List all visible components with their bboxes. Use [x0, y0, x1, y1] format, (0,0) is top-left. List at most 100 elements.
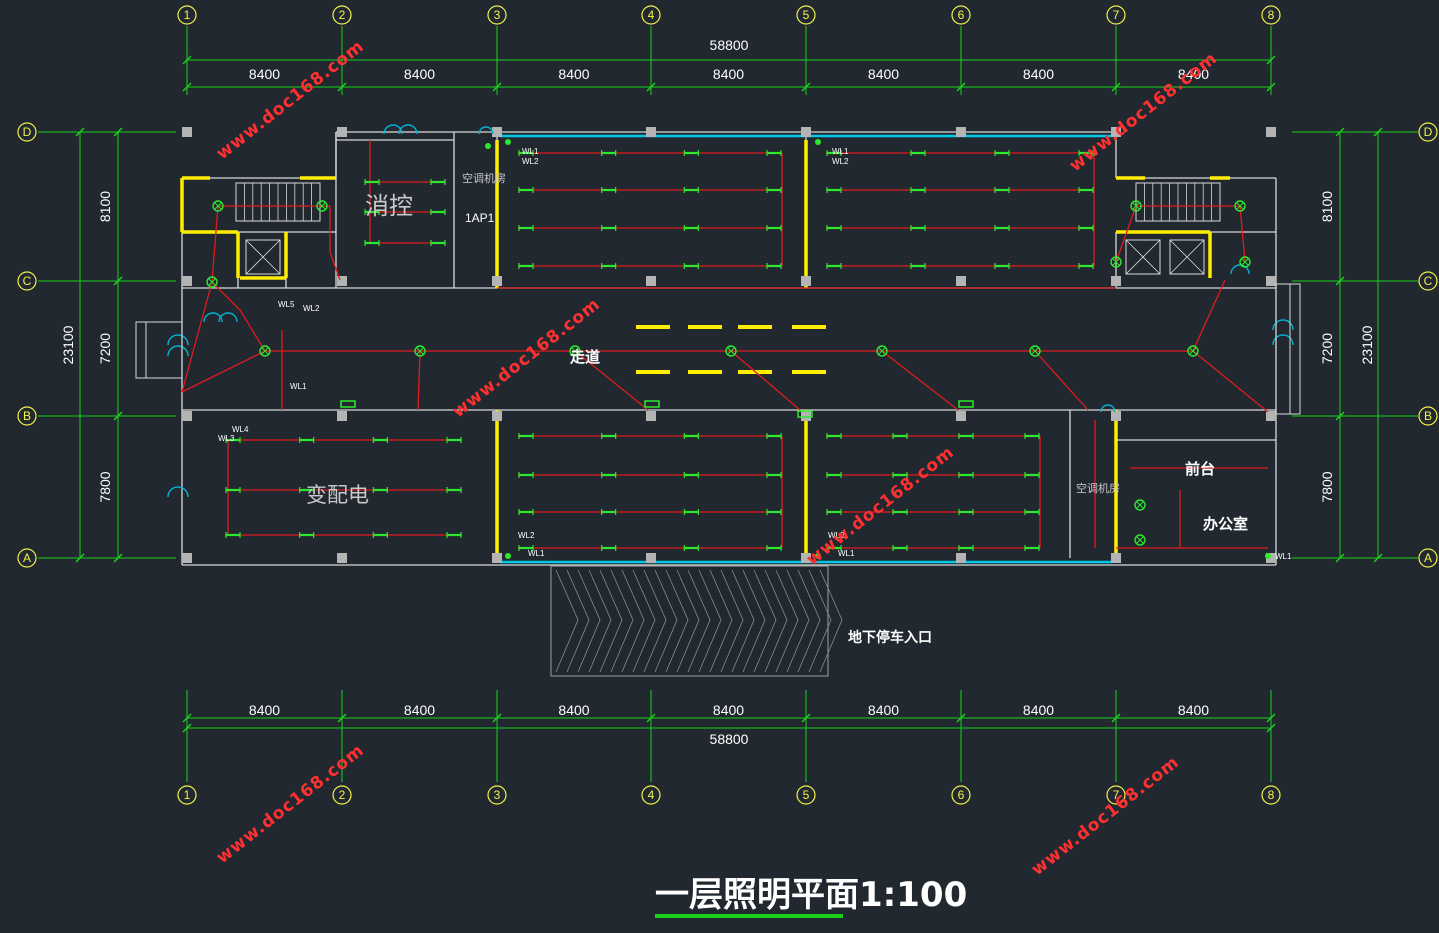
- circuit-tag: WL1: [1275, 552, 1292, 561]
- fluorescent-fixture: [826, 509, 842, 515]
- fluorescent-fixture: [225, 532, 241, 538]
- ceiling-light-ring: [1187, 345, 1199, 357]
- ramp-chevron: [588, 569, 612, 673]
- door-swing: [167, 334, 189, 346]
- column: [956, 127, 966, 137]
- room-labels: 消控 变配电 走道 前台 办公室 空调机房 空调机房 1AP1 地下停车入口: [306, 171, 1248, 645]
- garage-ramp-outline: [550, 565, 829, 677]
- fluorescent-fixture: [372, 532, 388, 538]
- circuit-tag: WL3: [218, 434, 235, 443]
- dim-bay-right: 7200: [1319, 333, 1335, 364]
- ramp-chevron: [566, 569, 590, 673]
- corridor-marking: [688, 325, 722, 329]
- ceiling-light: [316, 200, 328, 212]
- fluorescent-fixture: [518, 150, 534, 156]
- ceiling-light-ring: [316, 200, 328, 212]
- column: [337, 553, 347, 563]
- ramp-chevron: [742, 569, 766, 673]
- ceiling-light-x: [416, 347, 424, 355]
- dim-span-bottom: 8400: [558, 702, 589, 718]
- ramp-chevron: [753, 569, 777, 673]
- fluorescent-fixture: [446, 487, 462, 493]
- dim-span-top: 8400: [713, 66, 744, 82]
- fluorescent-fixture: [958, 472, 974, 478]
- circuit-tag: WL1: [528, 549, 545, 558]
- column: [1111, 127, 1121, 137]
- circuit-tag: WL2: [828, 531, 845, 540]
- corridor-marking: [738, 325, 772, 329]
- room-ac-a: 空调机房: [462, 171, 506, 185]
- axis-left-C-label: C: [23, 274, 32, 288]
- ceiling-light: [725, 345, 737, 357]
- wiring-run: [574, 350, 649, 411]
- axis-left-B-label: B: [23, 409, 31, 423]
- fluorescent-fixture: [225, 487, 241, 493]
- fluorescent-fixture: [683, 509, 699, 515]
- axis-bottom-1-label: 1: [184, 788, 191, 802]
- watermark: www.doc168.com: [803, 442, 959, 570]
- fluorescent-fixture: [683, 263, 699, 269]
- ceiling-light: [1134, 499, 1146, 511]
- ceiling-light-x: [1241, 258, 1249, 266]
- fluorescent-fixture: [1024, 509, 1040, 515]
- ceiling-light-x: [1136, 536, 1144, 544]
- column: [646, 276, 656, 286]
- fluorescent-fixture: [766, 263, 782, 269]
- dim-span-top: 8400: [249, 66, 280, 82]
- axis-top-6-label: 6: [958, 8, 965, 22]
- circuit-tag: WL4: [232, 425, 249, 434]
- ramp-chevron: [709, 569, 733, 673]
- ceiling-light-ring: [1234, 200, 1246, 212]
- fluorescent-fixture: [683, 472, 699, 478]
- walls: [135, 124, 1301, 677]
- ceiling-light-x: [571, 347, 579, 355]
- room-office: 办公室: [1203, 515, 1248, 533]
- door-swing: [398, 124, 418, 135]
- door-swing: [218, 312, 238, 323]
- entrance-steps-right: [1275, 283, 1301, 415]
- dim-tick: [1335, 276, 1345, 286]
- axis-top-5-circle: [796, 5, 816, 25]
- fluorescent-fixture: [1024, 545, 1040, 551]
- wiring-run: [181, 350, 266, 393]
- dim-tick: [646, 82, 656, 92]
- fluorescent-fixture: [518, 509, 534, 515]
- ceiling-light-ring: [1134, 499, 1146, 511]
- fluorescent-fixture: [430, 240, 446, 246]
- axis-right-C-circle: [1418, 271, 1438, 291]
- fluorescent-fixture: [892, 472, 908, 478]
- fluorescent-fixture: [364, 209, 380, 215]
- ceiling-light-ring: [1130, 200, 1142, 212]
- dim-span-bottom: 8400: [713, 702, 744, 718]
- dim-tick: [492, 713, 502, 723]
- ceiling-light: [1130, 200, 1142, 212]
- garage-entrance-label: 地下停车入口: [848, 629, 932, 645]
- dim-tick: [182, 723, 192, 733]
- fluorescent-fixture: [601, 187, 617, 193]
- fluorescent-fixture: [683, 150, 699, 156]
- ramp-chevron: [676, 569, 700, 673]
- ceiling-light-ring: [876, 345, 888, 357]
- dim-span-top: 8400: [868, 66, 899, 82]
- column: [337, 276, 347, 286]
- fluorescent-fixture: [683, 545, 699, 551]
- room-corridor: 走道: [570, 348, 600, 366]
- door-swing: [1230, 264, 1250, 275]
- circuit-tag: WL2: [522, 157, 539, 166]
- dim-tick: [1335, 127, 1345, 137]
- door-swing: [203, 312, 223, 323]
- emergency-light: [340, 400, 356, 408]
- wiring-run: [1192, 279, 1226, 352]
- ceiling-light-x: [727, 347, 735, 355]
- dim-span-bottom: 8400: [249, 702, 280, 718]
- fluorescent-fixture: [994, 263, 1010, 269]
- ceiling-light: [1187, 345, 1199, 357]
- axis-bottom-2-label: 2: [339, 788, 346, 802]
- fluorescent-fixture: [518, 225, 534, 231]
- ceiling-light-x: [214, 202, 222, 210]
- ramp-chevron: [577, 569, 601, 673]
- ramp-chevron: [720, 569, 744, 673]
- ceiling-light-ring: [259, 345, 271, 357]
